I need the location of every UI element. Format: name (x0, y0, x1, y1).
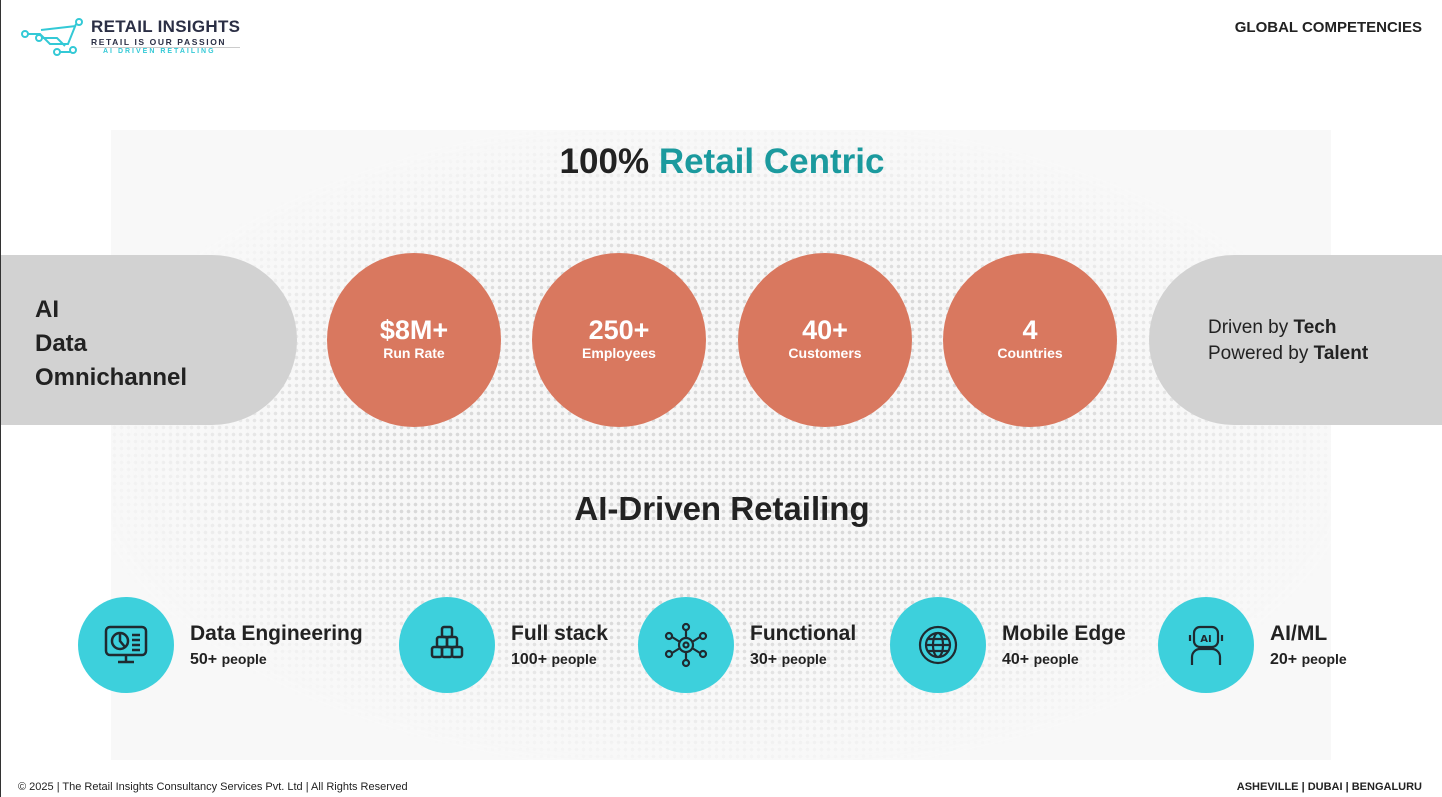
stat-employees: 250+Employees (532, 253, 706, 427)
logo: RETAIL INSIGHTS RETAIL IS OUR PASSION AI… (21, 16, 241, 56)
competency-unit: people (781, 650, 827, 667)
competency-name: Mobile Edge (1002, 621, 1126, 645)
stat-run-rate: $8M+Run Rate (327, 253, 501, 427)
stat-value: $8M+ (379, 315, 449, 345)
competency-ai-ml: AI AI/ML 20+ people (1158, 597, 1347, 693)
stat-value: 4 (1022, 315, 1038, 345)
ai-robot-icon: AI (1188, 625, 1224, 665)
subtitle: AI-Driven Retailing (574, 490, 870, 527)
page-title: 100% Retail Centric (1, 142, 1442, 182)
competency-full-stack: Full stack 100+ people (399, 597, 608, 693)
focus-data: Data (35, 330, 88, 357)
svg-text:AI: AI (1200, 634, 1211, 645)
logo-tagline: RETAIL IS OUR PASSION (91, 37, 241, 48)
competency-count: 50+ (190, 650, 218, 668)
logo-subtag: AI DRIVEN RETAILING (103, 48, 216, 55)
title-prefix: 100% (559, 142, 650, 181)
competency-name: Full stack (511, 621, 608, 645)
footer-copyright: © 2025 | The Retail Insights Consultancy… (18, 781, 408, 793)
globe-icon (918, 625, 958, 665)
focus-ai: AI (35, 296, 59, 323)
stat-label: Customers (788, 345, 862, 361)
stat-value: 250+ (588, 315, 650, 345)
tagline-2-bold: Talent (1313, 343, 1369, 364)
competency-functional: Functional 30+ people (638, 597, 856, 693)
gear-network-icon (664, 622, 708, 668)
tagline-1-bold: Tech (1293, 317, 1337, 338)
footer-locations: ASHEVILLE | DUBAI | BENGALURU (1236, 781, 1422, 793)
competency-name: AI/ML (1270, 621, 1328, 645)
competency-count: 100+ (511, 650, 548, 668)
focus-areas-pill: AI Data Omnichannel (1, 255, 297, 425)
cart-circuit-icon (21, 18, 83, 56)
competency-unit: people (221, 650, 267, 667)
monitor-chart-icon (104, 625, 148, 664)
section-title: GLOBAL COMPETENCIES (1234, 19, 1422, 36)
title-accent: Retail Centric (658, 142, 885, 181)
stat-customers: 40+Customers (738, 253, 912, 427)
stacked-blocks-icon (430, 625, 464, 659)
competency-unit: people (1033, 650, 1079, 667)
competency-count: 40+ (1002, 650, 1030, 668)
stat-label: Run Rate (383, 345, 445, 361)
competency-count: 20+ (1270, 650, 1298, 668)
competency-count: 30+ (750, 650, 778, 668)
stat-label: Employees (582, 345, 656, 361)
competency-name: Functional (750, 621, 857, 645)
focus-omnichannel: Omnichannel (35, 364, 188, 391)
tagline-pill: Driven by Tech Powered by Talent (1149, 255, 1442, 425)
competency-data-engineering: Data Engineering 50+ people (78, 597, 363, 693)
tagline-2: Powered by (1208, 343, 1309, 364)
competency-unit: people (551, 650, 597, 667)
stat-label: Countries (997, 345, 1063, 361)
stat-value: 40+ (802, 315, 848, 345)
competency-name: Data Engineering (190, 621, 363, 645)
logo-name: RETAIL INSIGHTS (91, 17, 241, 36)
world-map-dots (111, 130, 1331, 760)
competency-unit: people (1301, 650, 1347, 667)
tagline-1: Driven by (1208, 317, 1289, 338)
competency-mobile-edge: Mobile Edge 40+ people (890, 597, 1126, 693)
